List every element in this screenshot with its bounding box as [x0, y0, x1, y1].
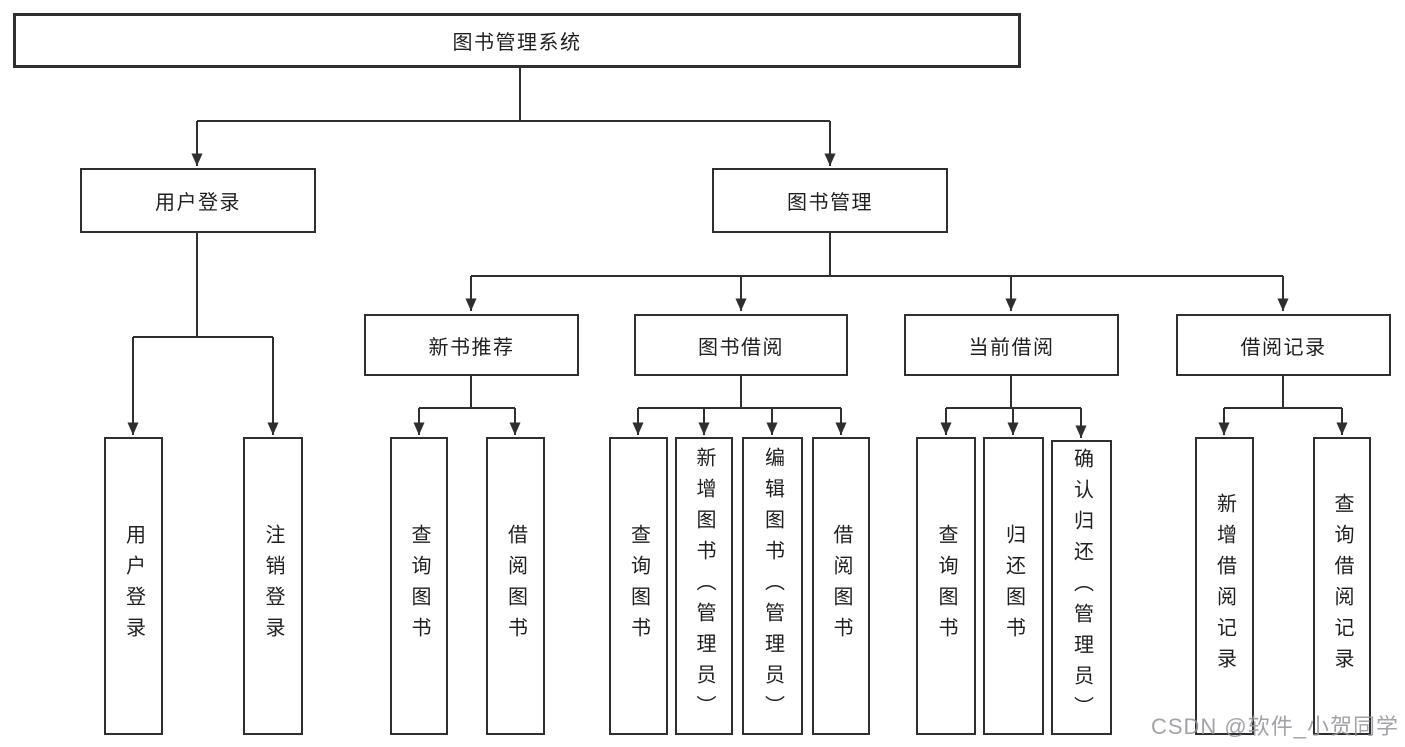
- leaf-borrow-books: 借阅图书: [486, 437, 545, 735]
- leaf-query-books: 查询图书: [916, 437, 976, 735]
- leaf-label: 查询图书: [627, 524, 650, 648]
- node-book-borrow: 图书借阅: [634, 314, 848, 376]
- leaf-add-books-admin: 新增图书（管理员）: [675, 437, 733, 735]
- node-system-root: 图书管理系统: [13, 13, 1021, 68]
- leaf-label: 查询图书: [408, 524, 430, 648]
- node-label: 新书推荐: [428, 336, 515, 359]
- node-label: 图书管理: [787, 192, 873, 214]
- leaf-return-books: 归还图书: [983, 437, 1044, 735]
- csdn-watermark: CSDN @软件_小贺同学: [1150, 714, 1399, 739]
- node-current-borrow: 当前借阅: [904, 314, 1119, 376]
- leaf-label: 新增借阅记录: [1213, 493, 1236, 679]
- leaf-label: 注销登录: [262, 524, 284, 648]
- leaf-label: 查询图书: [935, 524, 957, 648]
- node-book-management: 图书管理: [712, 168, 948, 233]
- leaf-edit-books-admin: 编辑图书（管理员）: [742, 437, 803, 735]
- leaf-label: 用户登录: [122, 524, 145, 648]
- leaf-label: 归还图书: [1002, 524, 1025, 648]
- node-label: 借阅记录: [1240, 336, 1327, 359]
- node-new-book-recommend: 新书推荐: [364, 314, 579, 376]
- leaf-label: 确认归还（管理员）: [1070, 448, 1093, 727]
- node-borrow-records: 借阅记录: [1176, 314, 1391, 376]
- leaf-query-books: 查询图书: [609, 437, 668, 735]
- leaf-label: 查询借阅记录: [1331, 493, 1353, 679]
- node-user-login: 用户登录: [80, 168, 316, 233]
- node-label: 用户登录: [155, 192, 241, 214]
- leaf-query-books: 查询图书: [390, 437, 448, 735]
- leaf-label: 新增图书（管理员）: [693, 446, 715, 726]
- node-label: 当前借阅: [968, 336, 1055, 359]
- node-label: 图书管理系统: [452, 32, 582, 54]
- leaf-user-login: 用户登录: [104, 437, 163, 735]
- leaf-borrow-books: 借阅图书: [812, 437, 870, 735]
- leaf-label: 借阅图书: [830, 524, 852, 648]
- leaf-query-borrow-record: 查询借阅记录: [1313, 437, 1371, 735]
- leaf-confirm-return-admin: 确认归还（管理员）: [1051, 440, 1112, 735]
- leaf-label: 编辑图书（管理员）: [761, 446, 784, 726]
- leaf-label: 借阅图书: [504, 524, 527, 648]
- node-label: 图书借阅: [698, 336, 784, 359]
- leaf-add-borrow-record: 新增借阅记录: [1195, 437, 1254, 735]
- leaf-logout: 注销登录: [243, 437, 303, 735]
